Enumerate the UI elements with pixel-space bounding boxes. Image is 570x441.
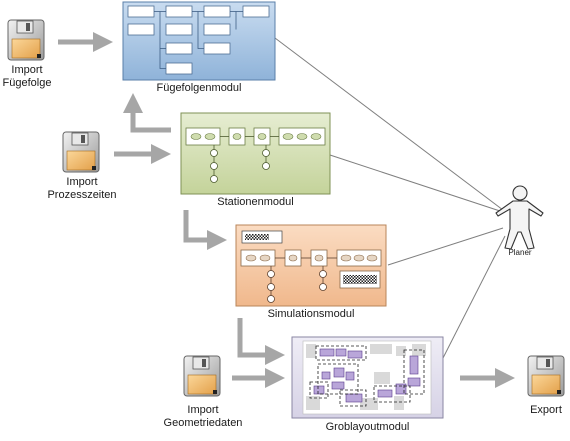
import-fuegefolge-line1: Import [11,64,43,76]
arrow-simulation-to-groblayout [237,318,285,365]
planer-label: Planer [508,248,532,257]
import-fuegefolge-label: Import Fügefolge [0,64,54,90]
floppy-icon-export [527,355,565,397]
export-label: Export [530,404,562,416]
planer-actor-icon [495,185,544,250]
floppy-icon-fuegefolge [7,19,45,61]
arrow-station-to-fuegefolge [123,93,171,133]
actor-connection-lines [274,37,506,361]
fuegefolgenmodul-box [122,1,276,81]
fuegefolgenmodul-label: Fügefolgenmodul [156,82,242,94]
import-prozesszeiten-line1: Import [66,176,98,188]
import-prozesszeiten-label: Import Prozesszeiten [41,176,123,202]
stationenmodul-box [180,112,331,195]
stationenmodul-label: Stationenmodul [217,196,294,208]
flow-arrows [58,32,515,388]
floppy-icon-prozesszeiten [62,131,100,173]
simulationsmodul-box [235,224,387,307]
groblayoutmodul-label: Groblayoutmodul [325,421,410,433]
import-fuegefolge-line2: Fügefolge [2,77,52,89]
import-prozesszeiten-line2: Prozesszeiten [47,189,117,201]
floppy-icon-geometriedaten [183,355,221,397]
arrow-station-to-simulation [183,210,227,250]
groblayoutmodul-box [291,336,444,419]
import-geometriedaten-label: Import Geometriedaten [156,404,250,430]
simulationsmodul-label: Simulationsmodul [267,308,355,320]
import-geometriedaten-line2: Geometriedaten [163,417,243,429]
import-geometriedaten-line1: Import [187,404,219,416]
